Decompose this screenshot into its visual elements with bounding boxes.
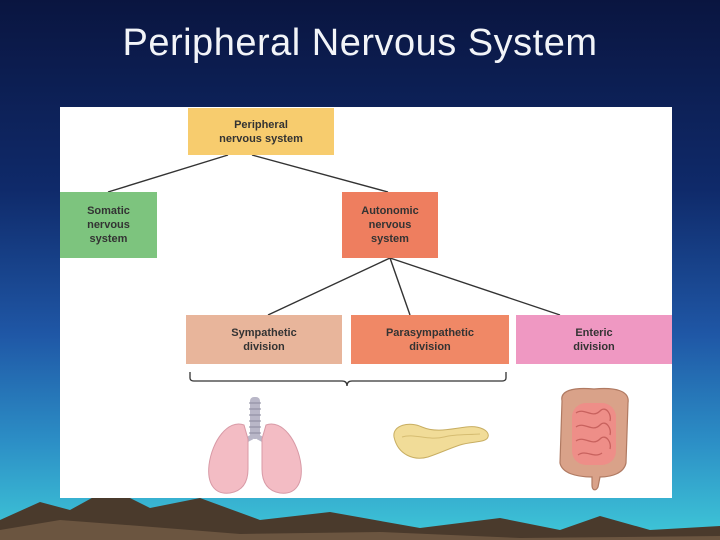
sympathetic-division-box: Sympathetic division — [186, 315, 342, 364]
parasympathetic-division-box: Parasympathetic division — [351, 315, 509, 364]
autonomic-nervous-system-box: Autonomic nervous system — [342, 192, 438, 258]
peripheral-nervous-system-box: Peripheral nervous system — [188, 108, 334, 155]
pancreas-icon — [393, 423, 489, 459]
mountain-silhouette — [0, 488, 720, 540]
intestines-icon — [559, 387, 629, 491]
enteric-division-box: Enteric division — [516, 315, 672, 364]
diagram-panel: Peripheral nervous system Somatic nervou… — [60, 107, 672, 498]
somatic-nervous-system-box: Somatic nervous system — [60, 192, 157, 258]
connector-lines — [107, 154, 561, 387]
slide-title: Peripheral Nervous System — [122, 22, 598, 64]
lungs-icon — [208, 397, 302, 494]
